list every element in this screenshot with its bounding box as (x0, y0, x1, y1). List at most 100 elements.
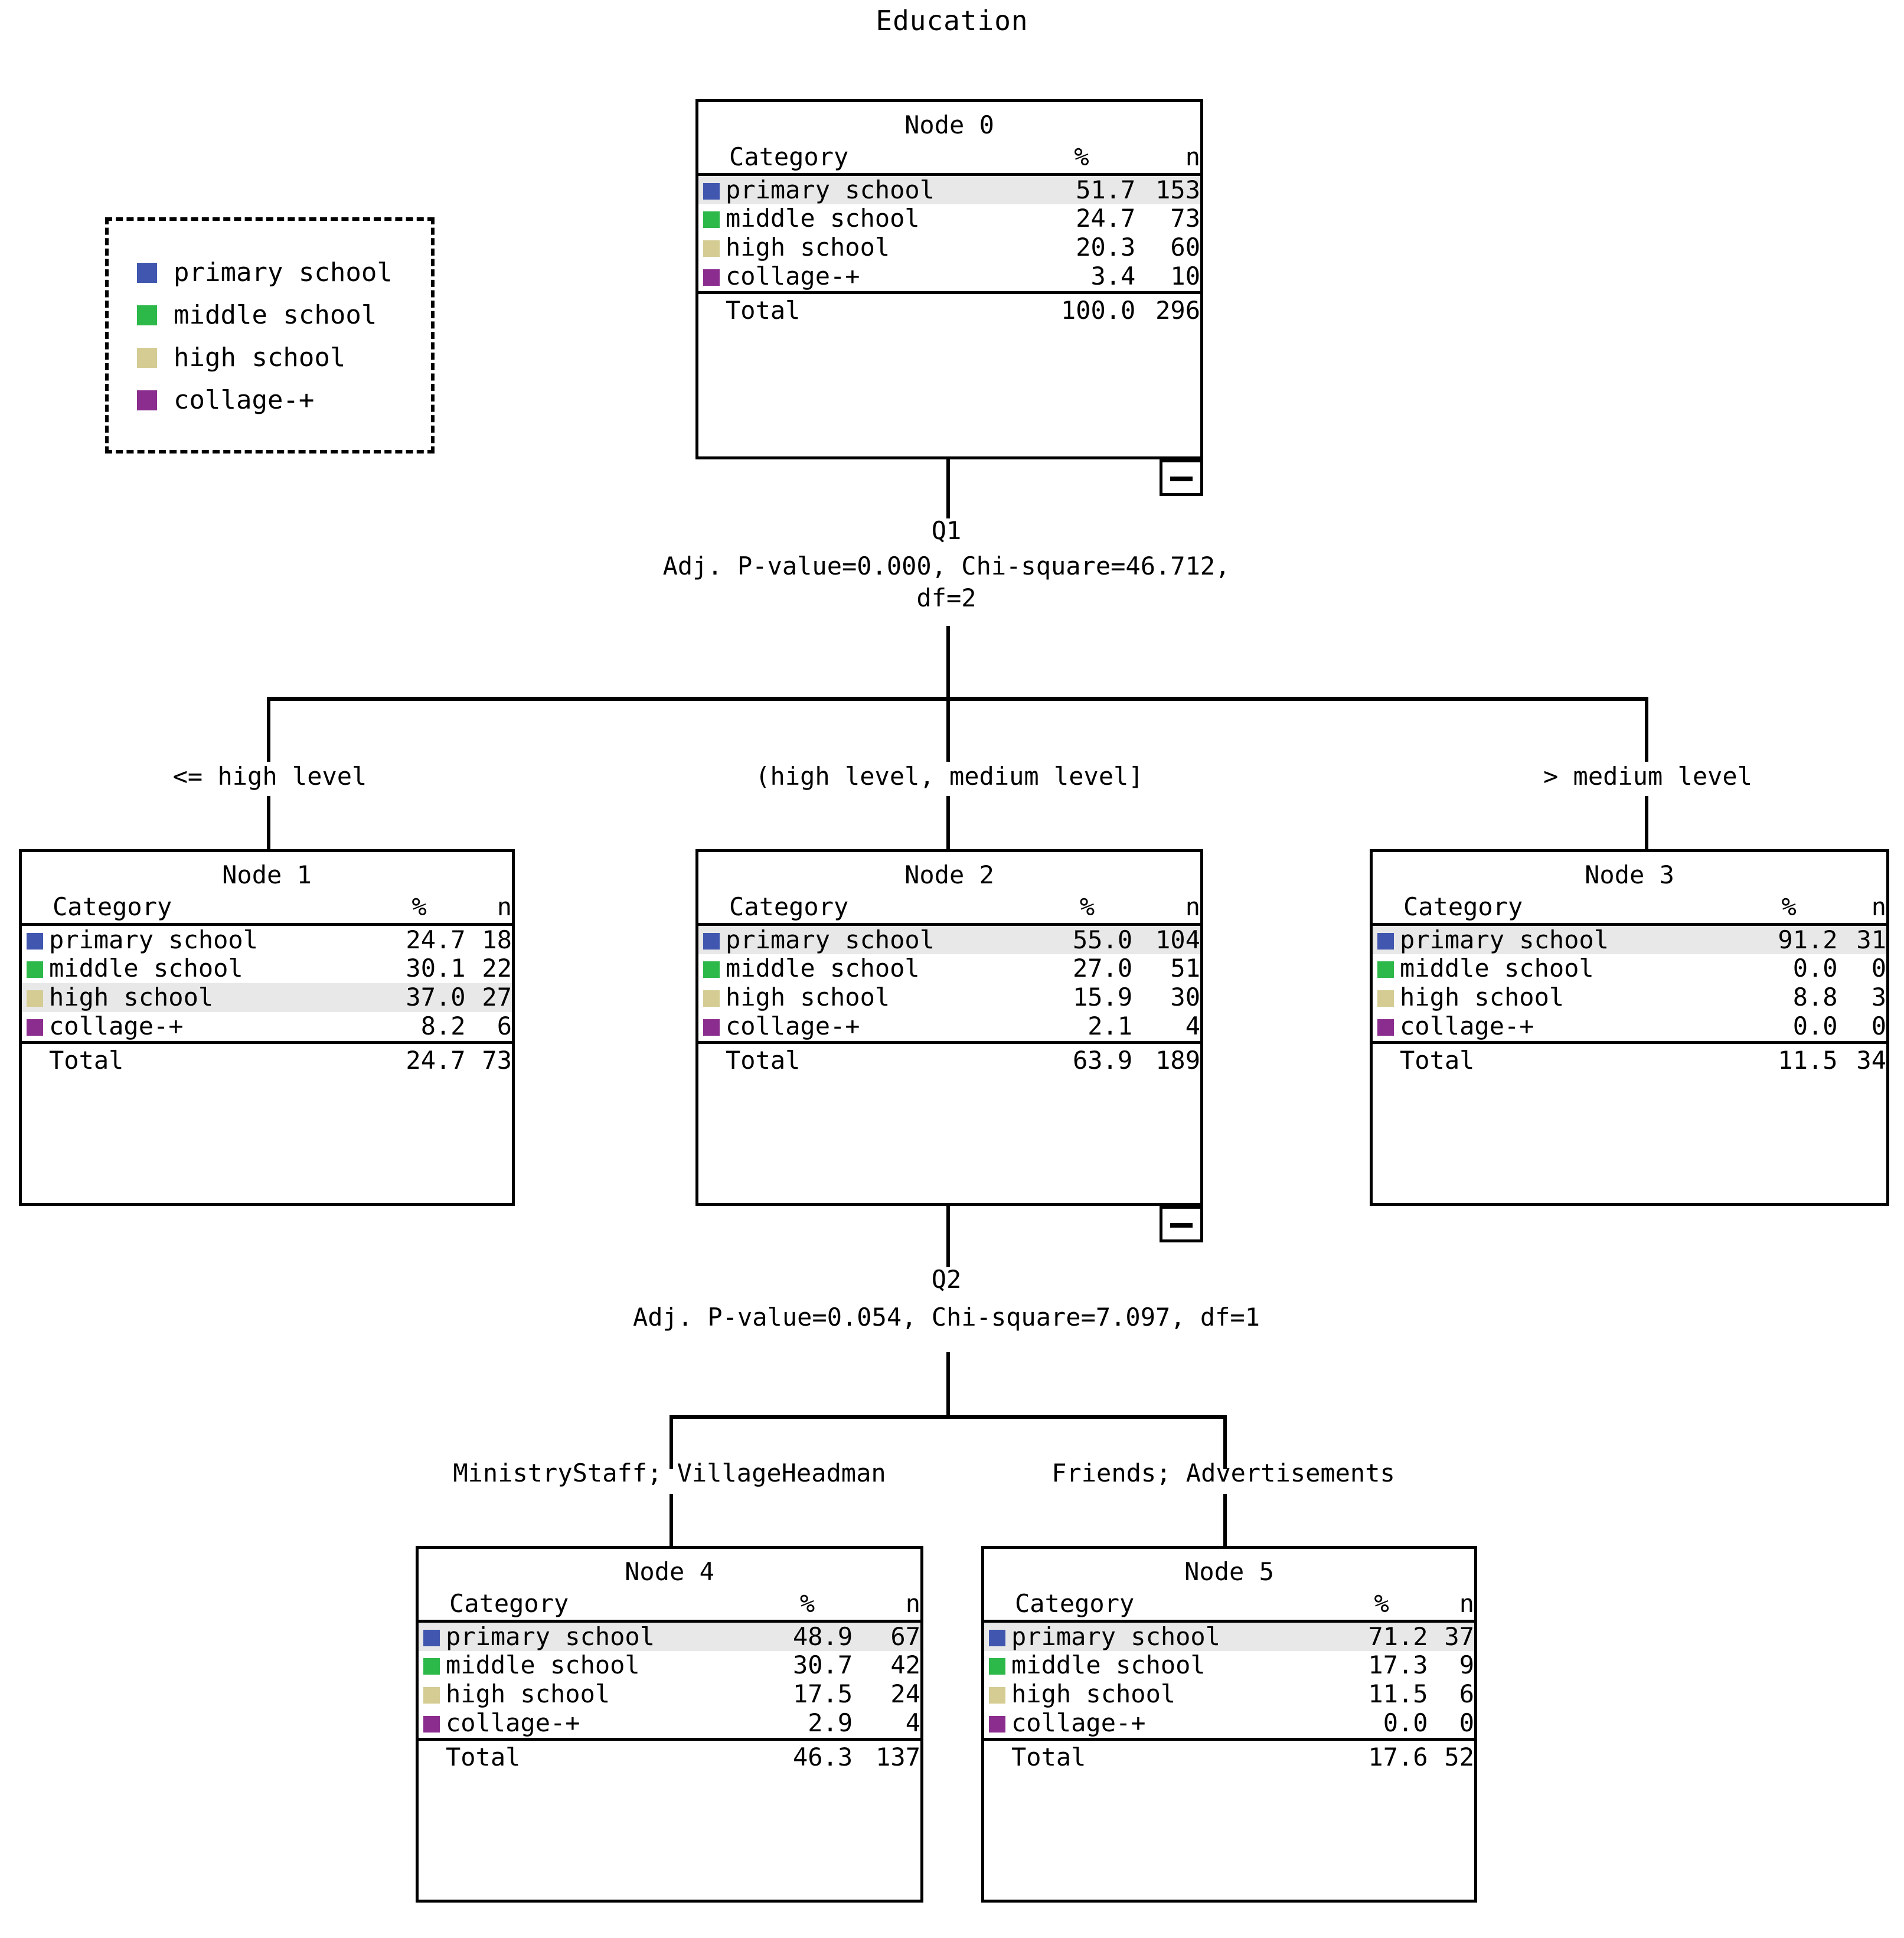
node-3-n-0: 31 (1837, 924, 1886, 955)
node-2-n-1: 51 (1170, 954, 1200, 983)
legend-label-middle-school: middle school (174, 300, 377, 330)
node-2-row-high-school: high school 15.9 30 (698, 983, 1200, 1012)
node-0-n-2: 60 (1170, 233, 1200, 262)
node-4-total-pct: 46.3 (762, 1737, 853, 1772)
connector-drop-node5 (1223, 1415, 1227, 1469)
node-3-table: Category % n primary school 91.2 31 midd… (1373, 892, 1886, 1075)
node-0-header-row: Category % n (698, 142, 1200, 176)
legend-box: primary school middle school high school… (105, 217, 435, 453)
node-0-total-n: 296 (1135, 291, 1200, 325)
node-5-pct-0: 71.2 (1335, 1621, 1428, 1652)
node-3-cat-3: collage-+ (1400, 1011, 1534, 1040)
node-3-total-label: Total (1400, 1040, 1740, 1075)
node-2-collapse-button[interactable] (1160, 1206, 1203, 1242)
node-1-n-3: 6 (497, 1011, 512, 1040)
node-2-pct-3: 2.1 (1087, 1011, 1133, 1040)
node-5-title: Node 5 (1184, 1557, 1274, 1586)
connector-drop-node2-lower (946, 796, 950, 849)
connector-level2-bus (669, 1415, 1227, 1419)
node-2-cat-0: primary school (726, 924, 1042, 955)
node-1-header-row: Category % n (22, 892, 512, 926)
node-3-total-row: Total 11.5 34 (1373, 1040, 1886, 1075)
connector-node2-stem-lower (946, 1352, 950, 1418)
branch-label-node4: MinistryStaff; VillageHeadman (374, 1459, 965, 1487)
node-2-box[interactable]: Node 2 Category % n primary school 55.0 … (695, 849, 1203, 1206)
node-3-pct-2: 8.8 (1792, 983, 1838, 1012)
node-0-table: Category % n primary school 51.7 153 mid… (698, 142, 1200, 325)
node-1-n-2: 27 (465, 983, 512, 1012)
node-3-pct-0: 91.2 (1740, 924, 1838, 955)
node-1-table: Category % n primary school 24.7 18 midd… (22, 892, 512, 1075)
node-5-box[interactable]: Node 5 Category % n primary school 71.2 … (981, 1546, 1477, 1903)
node-2-pct-0: 55.0 (1041, 924, 1133, 955)
node-3-row-primary-school: primary school 91.2 31 (1373, 924, 1886, 955)
node-5-table: Category % n primary school 71.2 37 midd… (984, 1589, 1474, 1772)
connector-root-stem-lower (946, 626, 950, 698)
legend-label-high-school: high school (174, 342, 346, 373)
node-4-n-1: 42 (890, 1650, 920, 1680)
swatch-collage-plus (27, 1019, 43, 1036)
node-2-n-2: 30 (1170, 983, 1200, 1012)
node-4-pct-3: 2.9 (808, 1708, 853, 1737)
node-5-row-middle-school: middle school 17.3 9 (984, 1651, 1474, 1680)
node-5-n-2: 6 (1459, 1679, 1474, 1709)
node-2-row-middle-school: middle school 27.0 51 (698, 954, 1200, 983)
swatch-primary-school (1377, 932, 1394, 950)
node-1-cat-0: primary school (49, 925, 259, 954)
node-4-cat-3: collage-+ (446, 1708, 580, 1737)
legend-label-primary-school: primary school (174, 257, 393, 288)
legend-item-high-school: high school (137, 337, 393, 379)
branch-label-node1-text: <= high level (172, 762, 367, 791)
legend-swatch-collage-plus (137, 390, 157, 410)
node-2-pct-1: 27.0 (1072, 954, 1133, 983)
node-3-pct-3: 0.0 (1792, 1011, 1838, 1040)
node-3-box[interactable]: Node 3 Category % n primary school 91.2 … (1370, 849, 1889, 1206)
node-2-cat-2: high school (726, 983, 890, 1012)
node-4-n-3: 4 (905, 1708, 920, 1737)
node-0-header-pct: % (1027, 142, 1136, 176)
node-5-header-category: Category (1011, 1589, 1335, 1623)
swatch-primary-school (703, 182, 720, 200)
node-3-n-2: 3 (1871, 983, 1886, 1012)
node-0-header-n: n (1135, 142, 1200, 176)
node-1-pct-3: 8.2 (420, 1011, 466, 1040)
node-3-cat-2: high school (1400, 983, 1565, 1012)
node-0-n-1: 73 (1170, 204, 1200, 233)
node-1-header-pct: % (373, 892, 466, 926)
node-0-header-category: Category (726, 142, 1028, 176)
node-2-n-3: 4 (1185, 1011, 1200, 1040)
node-3-pct-1: 0.0 (1792, 954, 1838, 983)
node-0-box[interactable]: Node 0 Category % n primary school 51.7 … (695, 99, 1203, 459)
node-1-cat-2: high school (49, 983, 373, 1012)
node-1-box[interactable]: Node 1 Category % n primary school 24.7 … (19, 849, 515, 1206)
node-4-total-n: 137 (853, 1737, 920, 1772)
node-5-n-0: 37 (1428, 1621, 1474, 1652)
node-3-row-middle-school: middle school 0.0 0 (1373, 954, 1886, 983)
legend-item-collage-plus: collage-+ (137, 379, 393, 422)
node-0-cat-1: middle school (726, 204, 920, 233)
legend-swatch-primary-school (137, 263, 157, 283)
node-4-header-row: Category % n (419, 1589, 920, 1623)
swatch-middle-school (989, 1658, 1005, 1675)
node-3-row-high-school: high school 8.8 3 (1373, 983, 1886, 1012)
node-0-collapse-button[interactable] (1160, 459, 1203, 496)
node-0-cat-2: high school (726, 233, 890, 262)
legend-items: primary school middle school high school… (137, 252, 393, 422)
swatch-high-school (27, 990, 43, 1007)
node-4-box[interactable]: Node 4 Category % n primary school 48.9 … (416, 1546, 923, 1903)
node-0-row-middle-school: middle school 24.7 73 (698, 204, 1200, 233)
node-5-row-high-school: high school 11.5 6 (984, 1679, 1474, 1709)
node-2-header-n: n (1132, 892, 1200, 926)
swatch-primary-school (989, 1629, 1005, 1646)
swatch-high-school (423, 1687, 440, 1704)
swatch-collage-plus (423, 1715, 440, 1733)
split-q1-stats-line2: df=2 (916, 583, 977, 612)
node-3-n-3: 0 (1871, 1011, 1886, 1040)
connector-drop-node3 (1645, 697, 1648, 762)
node-2-total-label: Total (726, 1040, 1042, 1075)
node-0-pct-0: 51.7 (1027, 174, 1136, 205)
node-3-total-n: 34 (1837, 1040, 1886, 1075)
node-1-total-pct: 24.7 (373, 1040, 466, 1075)
node-4-table: Category % n primary school 48.9 67 midd… (419, 1589, 920, 1772)
node-0-cat-0: primary school (726, 174, 1028, 205)
